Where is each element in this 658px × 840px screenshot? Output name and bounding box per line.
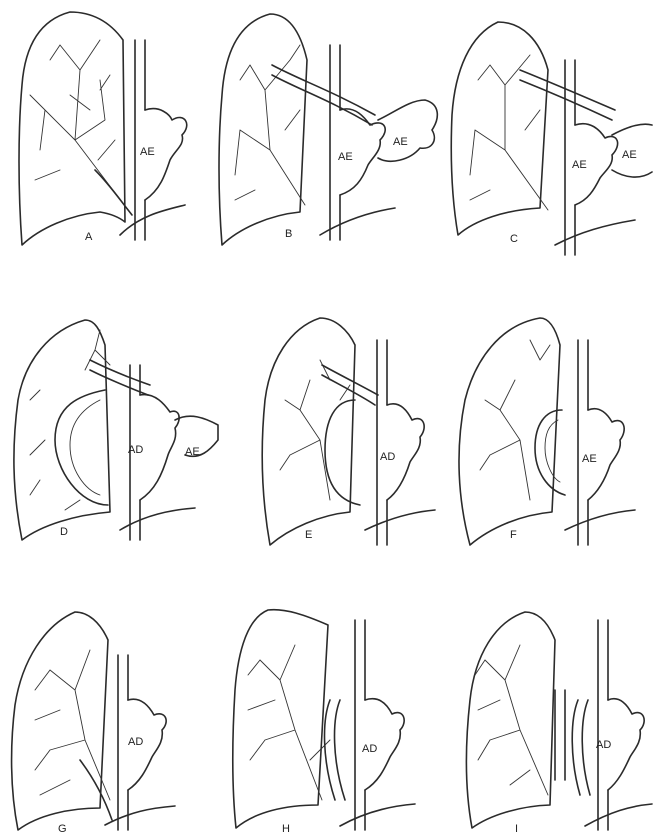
vessel-tree bbox=[470, 55, 548, 210]
chamber-label: AD bbox=[128, 444, 143, 456]
base-curve bbox=[555, 220, 635, 245]
vena-cava bbox=[118, 655, 128, 830]
lung-outline bbox=[466, 612, 555, 828]
panel-e: AD E bbox=[262, 318, 435, 545]
vessel-tree bbox=[480, 340, 550, 500]
vessel-channel bbox=[325, 700, 345, 800]
panel-letter: B bbox=[285, 228, 292, 240]
chamber-label: AE bbox=[582, 453, 597, 465]
chamber-label: AE bbox=[393, 136, 408, 148]
chamber-label: AE bbox=[185, 446, 200, 458]
pulmonary-artery bbox=[520, 70, 615, 120]
vessel-loop bbox=[572, 700, 590, 795]
panel-letter: G bbox=[58, 823, 67, 835]
panel-c: AE AE C bbox=[451, 22, 652, 255]
pulmonary-artery bbox=[90, 360, 150, 395]
chamber-label: AD bbox=[362, 743, 377, 755]
panel-d: AD AE D bbox=[14, 320, 218, 540]
panel-i: AD I bbox=[466, 612, 652, 835]
base-curve bbox=[320, 208, 395, 235]
lung-outline bbox=[262, 318, 355, 545]
chamber-label: AE bbox=[572, 159, 587, 171]
chamber-label: AD bbox=[128, 736, 143, 748]
panel-letter: C bbox=[510, 233, 518, 245]
base-curve bbox=[585, 804, 652, 826]
panel-letter: D bbox=[60, 526, 68, 538]
vena-cava bbox=[578, 340, 588, 545]
pulmonary-artery bbox=[272, 65, 375, 125]
atrium bbox=[608, 699, 644, 790]
vessel-loop bbox=[535, 410, 565, 495]
base-curve bbox=[120, 508, 195, 530]
vessel-loop bbox=[325, 400, 360, 505]
chamber-label: AD bbox=[596, 739, 611, 751]
vena-cava bbox=[355, 620, 365, 830]
lung-outline bbox=[233, 610, 328, 828]
chamber-label: AE bbox=[140, 146, 155, 158]
base-curve bbox=[120, 205, 185, 235]
vessel-tree bbox=[35, 650, 110, 800]
vessel-tree bbox=[475, 645, 548, 795]
vena-cava bbox=[330, 45, 340, 240]
chamber-label: AD bbox=[380, 451, 395, 463]
atrium bbox=[140, 395, 179, 500]
vena-cava bbox=[135, 40, 145, 240]
panel-letter: E bbox=[305, 529, 312, 541]
vessel-loop bbox=[55, 390, 108, 505]
panel-letter: H bbox=[282, 823, 290, 835]
panel-letter: I bbox=[515, 823, 518, 835]
second-atrium bbox=[378, 100, 437, 161]
lung-outline bbox=[19, 12, 125, 245]
vessel-tree bbox=[280, 360, 350, 500]
lung-outline bbox=[14, 320, 110, 540]
vessel-tree bbox=[235, 45, 305, 205]
vessel-tree bbox=[248, 645, 330, 800]
panel-a: AE A bbox=[19, 12, 187, 245]
lung-outline bbox=[451, 22, 548, 235]
panel-letter: A bbox=[85, 231, 93, 243]
lung-outline bbox=[12, 612, 108, 830]
panel-f: AE F bbox=[459, 318, 635, 545]
vessel-loop-inner bbox=[545, 420, 560, 482]
base-curve bbox=[365, 510, 435, 530]
vessel-loop-inner bbox=[70, 400, 100, 495]
chamber-label: AE bbox=[338, 151, 353, 163]
base-curve bbox=[565, 510, 635, 530]
lung-outline bbox=[219, 14, 307, 245]
pulmonary-vein bbox=[80, 760, 112, 820]
vena-cava bbox=[377, 340, 387, 545]
base-curve bbox=[105, 806, 175, 825]
base-curve bbox=[340, 804, 415, 826]
chamber-label: AE bbox=[622, 149, 637, 161]
panel-b: AE AE B bbox=[219, 14, 437, 245]
panel-letter: F bbox=[510, 529, 517, 541]
vessel-tree bbox=[30, 40, 128, 210]
vessel-channel bbox=[555, 690, 565, 780]
panel-h: AD H bbox=[233, 610, 415, 835]
pulmonary-vein bbox=[95, 170, 132, 215]
vena-cava bbox=[598, 620, 608, 830]
panel-g: AD G bbox=[12, 612, 175, 835]
